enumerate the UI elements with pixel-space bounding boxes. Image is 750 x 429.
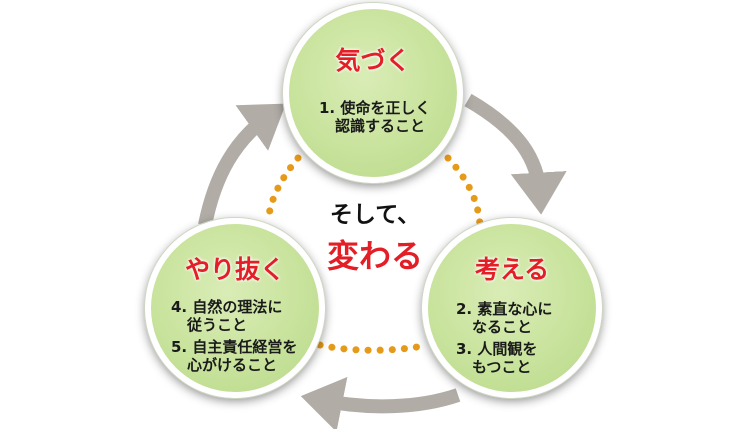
- node-persevere-title: やり抜く: [184, 255, 285, 284]
- node-think-line-4: もつこと: [472, 358, 532, 376]
- center-message: そして、 変わる: [300, 195, 450, 277]
- node-persevere-line-1: 4. 自然の理法に: [171, 298, 283, 316]
- node-think: 考える 2. 素直な心に なること 3. 人間観を もつこと: [422, 218, 602, 398]
- node-notice-title: 気づく: [335, 46, 411, 75]
- node-persevere-line-3: 5. 自主責任経営を: [171, 338, 298, 356]
- node-think-line-2: なること: [472, 318, 533, 336]
- node-think-line-3: 3. 人間観を: [456, 340, 538, 358]
- cycle-arrows: [198, 93, 567, 429]
- arrow-right-to-left: [300, 376, 461, 429]
- node-think-title: 考える: [474, 255, 550, 284]
- arrow-left-to-top: [198, 103, 286, 227]
- node-persevere: やり抜く 4. 自然の理法に 従うこと 5. 自主責任経営を 心がけること: [145, 218, 325, 398]
- node-persevere-line-2: 従うこと: [187, 316, 248, 334]
- node-think-line-1: 2. 素直な心に: [456, 300, 553, 318]
- dotted-ring: [264, 154, 484, 354]
- node-persevere-line-4: 心がけること: [187, 356, 278, 374]
- arrow-top-to-right: [464, 93, 567, 215]
- node-notice: 気づく 1. 使命を正しく 認識すること: [283, 3, 463, 183]
- center-line-2: 変わる: [326, 237, 423, 275]
- node-notice-line-2: 認識すること: [335, 117, 426, 135]
- node-notice-line-1: 1. 使命を正しく: [319, 99, 431, 117]
- center-line-1: そして、: [329, 202, 421, 228]
